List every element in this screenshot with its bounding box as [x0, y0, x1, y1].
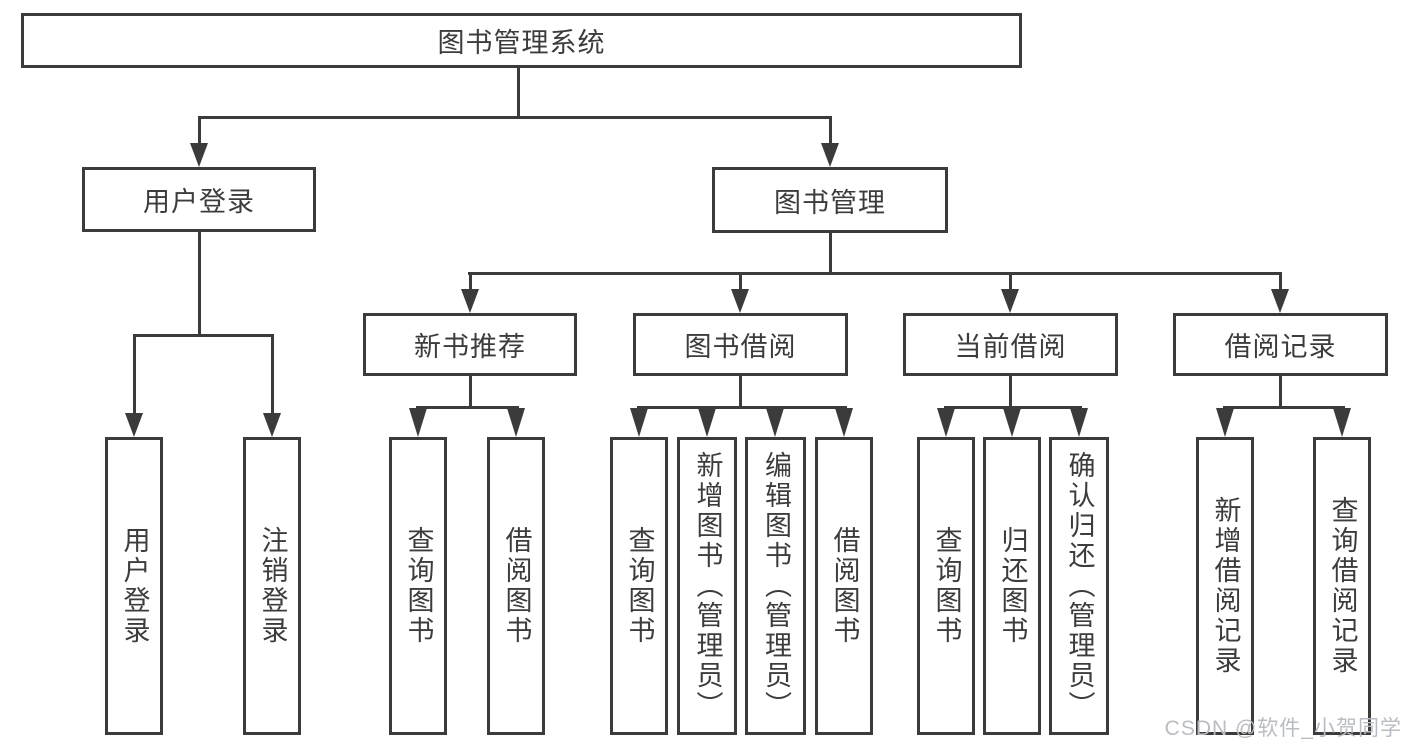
leaf-borrow-books-recommend-label: 借阅图书	[501, 526, 532, 646]
arrowhead-down-icon	[630, 408, 648, 437]
node-root-label: 图书管理系统	[437, 28, 606, 58]
leaf-user-login-label: 用户登录	[119, 526, 150, 646]
arrowhead-down-icon	[1271, 289, 1289, 313]
leaf-confirm-return-admin: 确认归还（管理员）	[1049, 437, 1109, 735]
edge-line	[739, 272, 742, 292]
edge-line	[133, 334, 274, 337]
edge-line	[469, 272, 472, 292]
leaf-query-books-borrowing-label: 查询图书	[624, 526, 655, 646]
leaf-add-borrow-record-label: 新增借阅记录	[1210, 496, 1241, 676]
edge-line	[271, 334, 274, 416]
arrowhead-down-icon	[835, 408, 853, 437]
edge-line	[829, 116, 832, 146]
leaf-edit-books-admin: 编辑图书（管理员）	[745, 437, 806, 735]
leaf-confirm-return-admin-label: 确认归还（管理员）	[1064, 451, 1095, 721]
node-book-management: 图书管理	[712, 167, 948, 233]
edge-line	[198, 230, 201, 336]
leaf-edit-books-admin-label: 编辑图书（管理员）	[761, 451, 791, 721]
edge-line	[416, 406, 519, 409]
node-new-book-recommend-label: 新书推荐	[414, 332, 526, 362]
leaf-return-books-label: 归还图书	[997, 526, 1028, 646]
edge-line	[829, 231, 832, 274]
arrowhead-down-icon	[1001, 289, 1019, 313]
leaf-query-books-recommend: 查询图书	[389, 437, 447, 735]
node-root: 图书管理系统	[21, 13, 1022, 68]
node-borrowing-records-label: 借阅记录	[1224, 332, 1337, 362]
leaf-query-borrow-record-label: 查询借阅记录	[1327, 496, 1358, 676]
leaf-add-books-admin-label: 新增图书（管理员）	[692, 451, 723, 721]
edge-line	[468, 272, 1282, 275]
arrowhead-down-icon	[1333, 408, 1351, 437]
arrowhead-down-icon	[731, 289, 749, 313]
leaf-query-borrow-record: 查询借阅记录	[1313, 437, 1371, 735]
edge-line	[133, 334, 136, 416]
arrowhead-down-icon	[1070, 408, 1088, 437]
node-user-login: 用户登录	[82, 167, 316, 232]
node-new-book-recommend: 新书推荐	[363, 313, 577, 376]
edge-line	[637, 406, 847, 409]
leaf-borrow-books: 借阅图书	[815, 437, 873, 735]
arrowhead-down-icon	[821, 143, 839, 167]
arrowhead-down-icon	[125, 413, 143, 437]
arrowhead-down-icon	[1003, 408, 1021, 437]
node-book-borrowing-label: 图书借阅	[684, 332, 797, 362]
leaf-logout: 注销登录	[243, 437, 301, 735]
node-user-login-label: 用户登录	[143, 187, 255, 217]
leaf-query-books-current-label: 查询图书	[931, 526, 962, 646]
leaf-query-books-borrowing: 查询图书	[610, 437, 668, 735]
edge-line	[1009, 272, 1012, 292]
leaf-logout-label: 注销登录	[257, 526, 288, 646]
arrowhead-down-icon	[409, 408, 427, 437]
leaf-query-books-recommend-label: 查询图书	[403, 526, 434, 646]
arrowhead-down-icon	[766, 408, 784, 437]
csdn-watermark: CSDN @软件_小贺同学	[1164, 717, 1402, 740]
edge-line	[739, 374, 742, 408]
arrowhead-down-icon	[461, 289, 479, 313]
arrowhead-down-icon	[937, 408, 955, 437]
leaf-user-login: 用户登录	[105, 437, 163, 735]
edge-line	[469, 374, 472, 408]
node-borrowing-records: 借阅记录	[1173, 313, 1388, 376]
arrowhead-down-icon	[507, 408, 525, 437]
edge-line	[944, 406, 1082, 409]
leaf-borrow-books-recommend: 借阅图书	[487, 437, 545, 735]
leaf-query-books-current: 查询图书	[917, 437, 975, 735]
edge-line	[1223, 406, 1345, 409]
edge-line	[1279, 272, 1282, 292]
leaf-add-borrow-record: 新增借阅记录	[1196, 437, 1254, 735]
edge-line	[1009, 374, 1012, 408]
edge-line	[198, 116, 201, 146]
node-book-management-label: 图书管理	[774, 187, 886, 218]
node-current-borrowing-label: 当前借阅	[954, 332, 1067, 362]
arrowhead-down-icon	[263, 413, 281, 437]
arrowhead-down-icon	[698, 408, 716, 437]
node-book-borrowing: 图书借阅	[633, 313, 848, 376]
edge-line	[517, 66, 520, 118]
leaf-add-books-admin: 新增图书（管理员）	[677, 437, 737, 735]
node-current-borrowing: 当前借阅	[903, 313, 1118, 376]
edge-line	[198, 116, 832, 119]
arrowhead-down-icon	[1216, 408, 1234, 437]
arrowhead-down-icon	[190, 143, 208, 167]
leaf-borrow-books-label: 借阅图书	[829, 526, 860, 646]
edge-line	[1279, 374, 1282, 408]
leaf-return-books: 归还图书	[983, 437, 1041, 735]
